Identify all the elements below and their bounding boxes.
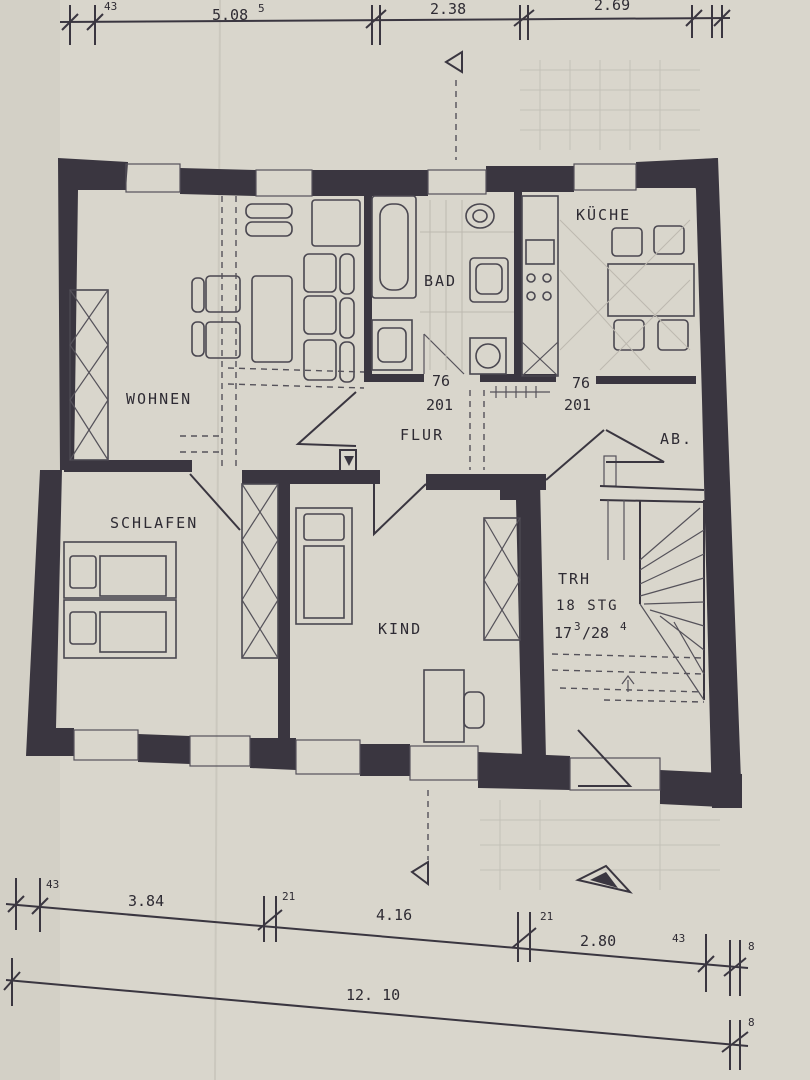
total-dim: 12. 10 (346, 986, 400, 1004)
room-label-bad: BAD (424, 272, 457, 290)
room-label-kueche: KÜCHE (576, 205, 631, 224)
bottom-dim-1: 43 (46, 878, 59, 891)
kueche-door-height: 201 (564, 396, 591, 414)
bottom-dim-3: 21 (282, 890, 295, 903)
bottom-dimension-chain: 43 3.84 21 4.16 21 2.80 43 8 (5, 878, 755, 996)
top-dim-4: 2.69 (594, 0, 630, 14)
bad-door-height: 201 (426, 396, 453, 414)
stair-ratio-sup1: 3 (574, 620, 581, 633)
total-dim-sup: 8 (748, 1016, 755, 1029)
kids-room-furniture (295, 507, 521, 743)
top-dim-2-sup: 5 (258, 2, 265, 15)
north-arrow-icon (575, 864, 633, 894)
outer-walls (26, 158, 742, 808)
room-label-wohnen: WOHNEN (126, 390, 192, 408)
bottom-dim-8: 8 (748, 940, 755, 953)
stair-count-label: 18 STG (556, 598, 619, 614)
top-dimension-chain: 43 5.08 5 2.38 2.69 (59, 0, 731, 45)
top-dim-1: 43 (104, 0, 117, 13)
bathroom-fixtures (371, 195, 514, 375)
living-room-furniture (69, 196, 365, 470)
stair-ratio-main: 17 (554, 624, 572, 642)
room-label-ab: AB. (660, 430, 693, 448)
doors (189, 386, 665, 787)
top-dim-2: 5.08 (212, 6, 248, 24)
room-label-schlafen: SCHLAFEN (110, 514, 198, 532)
staircase (551, 500, 705, 703)
top-dim-3: 2.38 (430, 0, 466, 18)
bedroom-furniture (63, 483, 279, 659)
bottom-dim-6: 2.80 (580, 932, 616, 950)
grid-pattern (480, 60, 720, 890)
section-marker-bottom (410, 790, 429, 886)
stair-ratio-label: 17 3 /28 4 (554, 620, 627, 642)
bottom-dim-2: 3.84 (128, 892, 164, 910)
bad-door-width: 76 (432, 372, 450, 390)
interior-walls (64, 190, 705, 760)
stair-ratio-sup2: 4 (620, 620, 627, 633)
windows (73, 163, 661, 791)
stair-ratio-sep: /28 (582, 624, 609, 642)
kitchen-fixtures (521, 195, 695, 377)
room-label-kind: KIND (378, 620, 422, 638)
kueche-door-width: 76 (572, 374, 590, 392)
section-marker-top (444, 50, 463, 160)
bottom-dim-7: 43 (672, 932, 685, 945)
room-label-trh: TRH (558, 570, 591, 588)
room-label-flur: FLUR (400, 426, 444, 444)
bottom-dim-4: 4.16 (376, 906, 412, 924)
total-dimension: 12. 10 8 (3, 958, 755, 1070)
bottom-dim-5: 21 (540, 910, 553, 923)
